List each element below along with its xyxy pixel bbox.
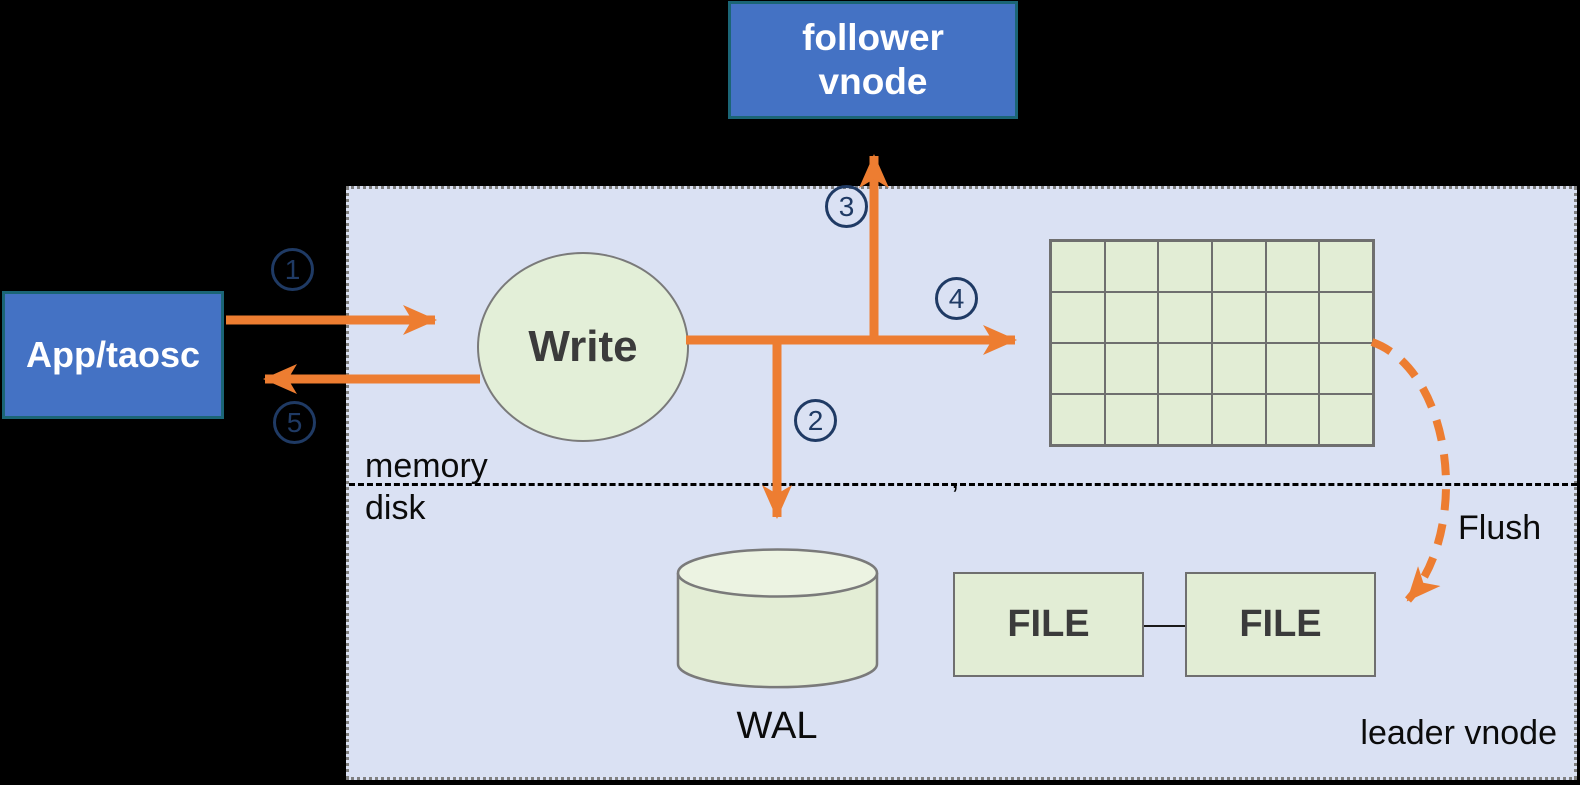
step-1-number: 1 <box>284 253 301 285</box>
memtable-cell <box>1265 292 1320 343</box>
file-2-label: FILE <box>1239 603 1322 645</box>
memtable-cell <box>1158 292 1212 343</box>
stray-mark: , <box>951 462 960 495</box>
step-circle-5: 5 <box>273 401 316 444</box>
write-label: Write <box>528 322 638 371</box>
memtable-cell <box>1212 394 1266 445</box>
memtable-cell <box>1104 343 1159 394</box>
step-circle-1: 1 <box>271 248 314 291</box>
step-circle-2: 2 <box>794 399 837 442</box>
step-circle-3: 3 <box>825 185 868 228</box>
step-3-number: 3 <box>838 190 855 222</box>
memtable-cell <box>1212 343 1266 394</box>
flush-label: Flush <box>1458 509 1542 547</box>
memtable-cell <box>1319 343 1373 394</box>
memtable-cell <box>1051 241 1105 292</box>
memtable-cell <box>1212 241 1266 292</box>
file-box-1: FILE <box>953 572 1144 677</box>
memtable-cell <box>1265 394 1320 445</box>
memtable-cell <box>1319 292 1373 343</box>
step-4-number: 4 <box>948 282 965 314</box>
memory-disk-divider <box>349 483 1577 486</box>
memtable-cell <box>1051 343 1105 394</box>
memtable-cell <box>1158 343 1212 394</box>
memtable-cell <box>1104 394 1159 445</box>
memtable-cell <box>1158 394 1212 445</box>
file-box-2: FILE <box>1185 572 1376 677</box>
step-5-number: 5 <box>286 406 303 438</box>
disk-label: disk <box>365 489 426 527</box>
memtable-cell <box>1265 241 1320 292</box>
memtable-cell <box>1212 292 1266 343</box>
memtable-grid <box>1049 239 1375 447</box>
memory-label: memory <box>365 447 488 485</box>
file-1-label: FILE <box>1007 603 1090 645</box>
memtable-cell <box>1319 394 1373 445</box>
memtable-cell <box>1104 241 1159 292</box>
memtable-cell <box>1051 292 1105 343</box>
follower-vnode-label: follower vnode <box>802 16 944 102</box>
leader-vnode-label: leader vnode <box>1360 714 1557 752</box>
step-2-number: 2 <box>807 404 824 436</box>
file-connector-line <box>1143 625 1185 627</box>
app-taosc-box: App/taosc <box>2 291 224 419</box>
memtable-cell <box>1104 292 1159 343</box>
wal-label: WAL <box>736 705 818 747</box>
memtable-cell <box>1265 343 1320 394</box>
app-taosc-label: App/taosc <box>25 334 201 375</box>
memtable-cell <box>1051 394 1105 445</box>
memtable-cell <box>1319 241 1373 292</box>
memtable-cell <box>1158 241 1212 292</box>
write-node: Write <box>477 252 689 442</box>
follower-vnode-box: follower vnode <box>728 1 1018 119</box>
step-circle-4: 4 <box>935 277 978 320</box>
